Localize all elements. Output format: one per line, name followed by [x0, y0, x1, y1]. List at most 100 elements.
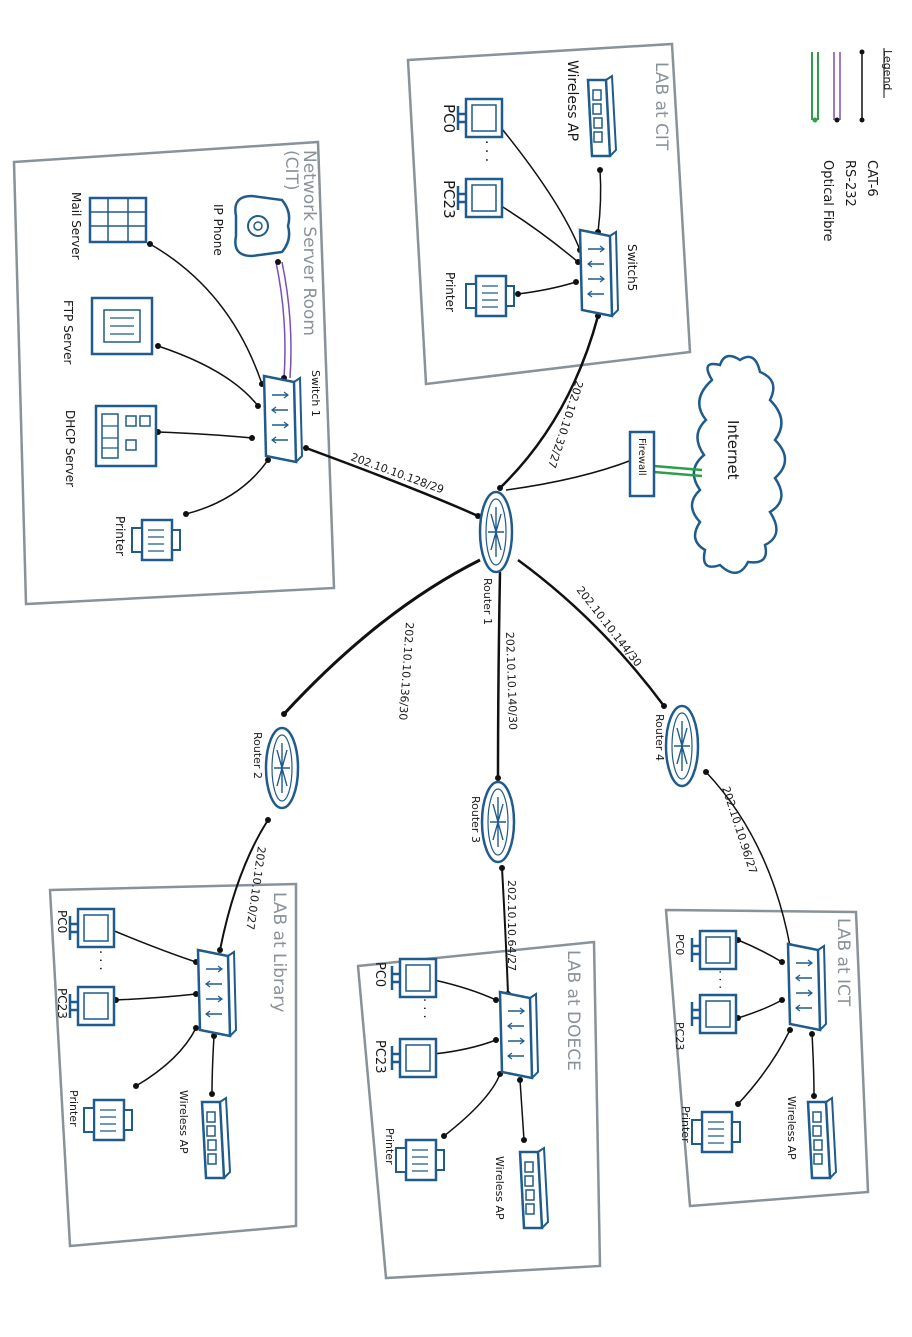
switch-icon [262, 374, 304, 464]
link-doece-pc23 [433, 1039, 497, 1055]
server-room: Network Server Room (CIT) IP Phone Mail … [61, 150, 322, 562]
link-router1-router3 [496, 571, 502, 779]
link-router1-firewall [505, 459, 633, 491]
subnet-ict: 202.10.10.96/27 [719, 785, 760, 876]
link-dhcp-switch1 [157, 431, 253, 439]
wireless-ap-icon [806, 1096, 838, 1180]
lab-library: LAB at Library PC0 · · · PC23 Printer Wi… [55, 892, 289, 1180]
router2-label: Router 2 [251, 732, 264, 779]
link-ap-switch5 [597, 169, 602, 233]
link-router4-ict [705, 771, 791, 947]
lab-library-title: LAB at Library [269, 892, 289, 1013]
ip-phone-label: IP Phone [211, 204, 225, 256]
subnet-r3: 202.10.10.140/30 [503, 632, 519, 731]
firewall-label: Firewall [636, 438, 647, 476]
printer-icon [690, 1110, 742, 1154]
pc-icon [390, 957, 438, 999]
mail-server-icon [88, 196, 148, 244]
printer-icon [464, 274, 516, 318]
legend-cat6-dot [859, 49, 865, 55]
mail-server-label: Mail Server [69, 192, 83, 260]
lab-cit-pc23-label: PC23 [440, 180, 458, 219]
subnet-r2: 202.10.10.136/30 [396, 622, 416, 721]
switch-icon [498, 990, 540, 1080]
pc-icon [456, 177, 504, 219]
link-doece-printer [443, 1073, 501, 1137]
lab-ict-printer-label: Printer [679, 1106, 692, 1143]
lab-doece-title: LAB at DOECE [563, 950, 583, 1071]
link-pc23-switch5 [497, 203, 579, 263]
subnet-server: 202.10.10.128/29 [349, 451, 446, 497]
legend-fibre-label: Optical Fibre [820, 160, 835, 242]
lab-doece-dots: · · · [416, 998, 431, 1019]
link-phone-switch1-rs232 [275, 261, 292, 379]
server-room-title: Network Server Room [299, 150, 319, 336]
lab-library-boundary [48, 882, 298, 1248]
legend-cat6-dot [859, 117, 865, 123]
link-router1-router2 [282, 558, 481, 716]
link-switch1-router1 [305, 446, 479, 518]
switch1-label: Switch 1 [309, 370, 322, 417]
legend-rs232-line [833, 52, 841, 120]
link-ict-printer [737, 1029, 791, 1105]
legend: Legend CAT-6 RS-232 Optical Fibre [811, 48, 894, 242]
lab-ict-pc0-label: PC0 [673, 934, 686, 955]
switch-icon [578, 228, 620, 318]
lab-ict-dots: · · · · [713, 970, 727, 997]
lab-cit-pc0-label: PC0 [440, 104, 458, 133]
lab-cit-switch-label: Switch5 [625, 244, 639, 291]
pc-icon [390, 1037, 438, 1079]
link-pc0-switch5 [497, 123, 581, 251]
link-ict-ap [811, 1033, 815, 1097]
pc-icon [690, 929, 738, 971]
link-router3-doece [501, 867, 509, 995]
link-ict-pc23 [737, 999, 783, 1019]
lab-library-printer-label: Printer [67, 1090, 80, 1127]
legend-title: Legend [881, 50, 894, 90]
router-icon [478, 490, 514, 574]
pc-icon [690, 993, 738, 1035]
wireless-ap-icon [200, 1096, 232, 1180]
link-doece-ap [519, 1079, 525, 1141]
router-icon [664, 704, 700, 788]
link-printer-switch1 [185, 459, 269, 515]
dhcp-server-icon [94, 404, 158, 468]
link-router2-library [219, 819, 269, 951]
wireless-ap-icon [518, 1146, 550, 1230]
internet-label: Internet [724, 420, 742, 480]
ftp-server-label: FTP Server [61, 300, 75, 364]
lab-library-ap-label: Wireless AP [177, 1090, 190, 1154]
router3-label: Router 3 [469, 796, 482, 843]
pc-icon [68, 985, 116, 1027]
link-lib-ap [211, 1035, 215, 1095]
lab-ict: LAB at ICT PC0 · · · · PC23 Printer Wire… [673, 918, 853, 1180]
legend-cat6-label: CAT-6 [864, 160, 879, 197]
lab-doece-pc0-label: PC0 [372, 962, 387, 987]
server-room-boundary [12, 140, 336, 606]
link-lib-pc0 [111, 929, 197, 963]
link-switch5-router1 [499, 315, 600, 489]
link-ftp-switch1 [157, 345, 259, 407]
router4-label: Router 4 [653, 714, 666, 761]
link-doece-pc0 [433, 979, 497, 1001]
dhcp-server-label: DHCP Server [63, 410, 77, 487]
switch-icon [786, 942, 828, 1032]
server-room-subtitle: (CIT) [281, 150, 301, 191]
subnet-r4: 202.10.10.144/30 [574, 584, 645, 669]
printer-icon [130, 518, 182, 562]
lab-doece-ap-label: Wireless AP [493, 1156, 506, 1220]
lab-cit-ap-label: Wireless AP [564, 60, 580, 141]
lab-doece-printer-label: Printer [383, 1128, 396, 1165]
link-router1-router4 [517, 558, 666, 707]
router1-label: Router 1 [481, 578, 494, 625]
printer-icon [394, 1138, 446, 1182]
subnet-doece: 202.10.10.64/27 [505, 880, 518, 971]
legend-fibre-dot [812, 117, 818, 123]
wireless-ap-icon [586, 74, 618, 158]
link-mail-switch1 [149, 243, 263, 385]
link-ict-pc0 [737, 939, 783, 963]
legend-rs232-dot [834, 117, 840, 123]
lab-ict-title: LAB at ICT [833, 918, 853, 1007]
switch-icon [196, 948, 238, 1038]
